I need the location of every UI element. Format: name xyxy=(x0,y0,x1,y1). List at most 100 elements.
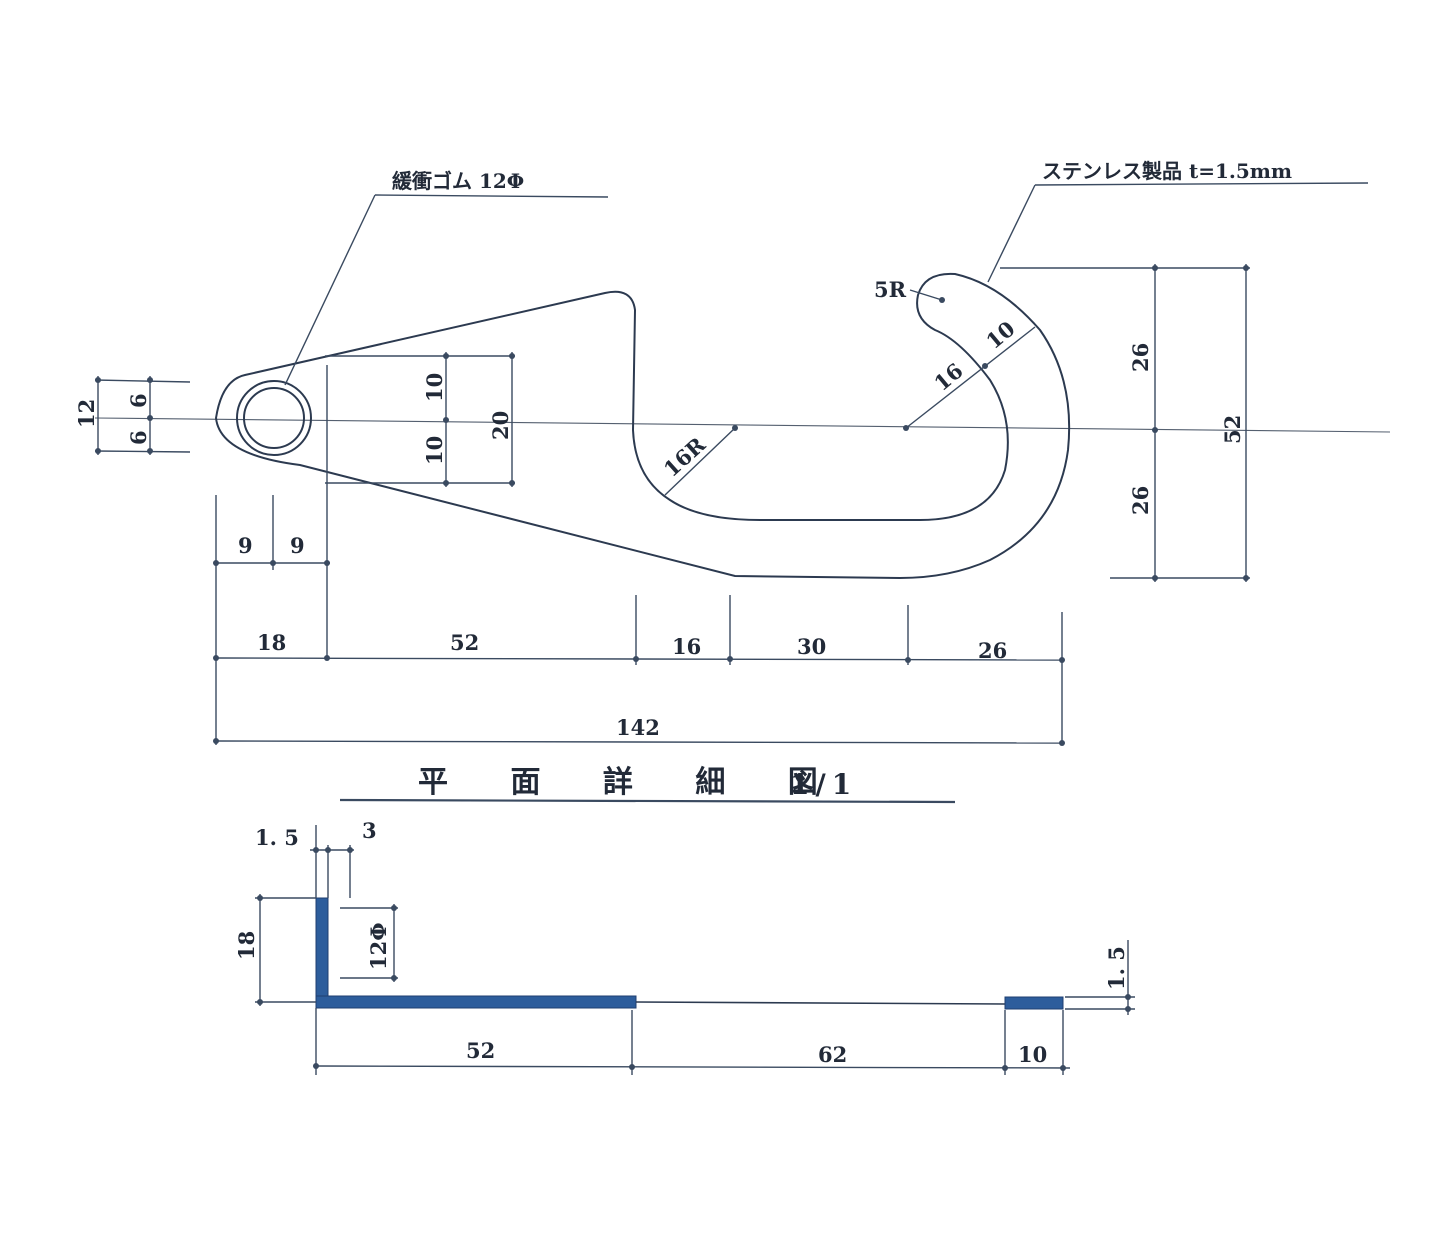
rubber-callout-underline xyxy=(374,194,609,198)
section-tip-dot xyxy=(1125,994,1131,1000)
section-dim-dot xyxy=(325,847,331,853)
rubber-callout-label: 緩衝ゴム 12Φ xyxy=(392,169,524,193)
left-dim-dot xyxy=(147,415,153,421)
dim-overall: 142 xyxy=(616,715,660,740)
dim-eye-a: 9 xyxy=(238,533,253,558)
overall-dim-dot xyxy=(1059,740,1065,746)
hook-radius-dot xyxy=(903,425,909,431)
row-dim-dot xyxy=(213,655,219,661)
left-dim-dot xyxy=(147,448,153,454)
section-horizontal-leg xyxy=(315,995,637,1009)
hook-outline xyxy=(214,272,1071,580)
rubber-hole-inner xyxy=(243,387,305,449)
section-height-dot xyxy=(257,999,263,1005)
material-callout-underline xyxy=(1034,182,1369,186)
dim-row-4: 30 xyxy=(797,634,826,659)
dim-section-base-b: 62 xyxy=(818,1042,847,1067)
hook-width-label: 10 xyxy=(981,316,1019,354)
drawing-title: 平 面 詳 細 図 1/1 xyxy=(339,765,956,804)
section-vertical-leg xyxy=(315,897,329,1009)
overall-dim-line xyxy=(215,740,1063,744)
dim-hole-total: 20 xyxy=(488,411,513,440)
dim-row-2: 52 xyxy=(450,630,479,655)
hole-dim-dot xyxy=(509,353,515,359)
radius-16r-label: 16R xyxy=(659,432,711,482)
hook-radius-line xyxy=(905,326,1036,429)
right-dim-dot xyxy=(1152,575,1158,581)
hole-dim-dot xyxy=(443,480,449,486)
radius-5r-leader xyxy=(909,289,943,301)
title-main: 平 面 詳 細 図 xyxy=(418,765,844,800)
dim-section-gap: 3 xyxy=(362,818,377,843)
section-base-line xyxy=(315,1065,1071,1069)
left-dim-dot xyxy=(95,448,101,454)
section-height-dot xyxy=(257,895,263,901)
dim-right-lower: 26 xyxy=(1128,486,1153,515)
dim-hole-upper: 10 xyxy=(422,373,447,402)
dim-section-rubber: 12Φ xyxy=(366,922,391,970)
hole-dim-dot xyxy=(443,353,449,359)
hole-dim-dot xyxy=(509,480,515,486)
dim-left-upper: 6 xyxy=(126,393,151,408)
eye-dim-dot xyxy=(324,560,330,566)
section-rubber-dot xyxy=(391,905,397,911)
hook-radius-label: 16 xyxy=(929,358,967,396)
row-dim-dot xyxy=(905,657,911,663)
dim-section-thickness: 1. 5 xyxy=(255,825,299,850)
section-view: 1. 5 3 18 12Φ 52 62 10 1. 5 xyxy=(234,818,1135,1075)
material-leader xyxy=(987,184,1036,283)
dim-row-3: 16 xyxy=(672,634,701,659)
radius-5r-dot xyxy=(939,297,945,303)
section-dim-dot xyxy=(313,847,319,853)
eye-dim-dot xyxy=(213,560,219,566)
section-rubber-dot xyxy=(391,975,397,981)
row-dim-dot xyxy=(324,655,330,661)
right-dim-dot xyxy=(1152,265,1158,271)
dim-section-base-a: 52 xyxy=(466,1038,495,1063)
row-dim-dot xyxy=(633,656,639,662)
radius-5r-label: 5R xyxy=(874,277,907,302)
rubber-leader xyxy=(284,194,376,386)
dim-left-lower: 6 xyxy=(126,430,151,445)
material-callout-label: ステンレス製品 t=1.5mm xyxy=(1042,159,1292,183)
section-middle-plate xyxy=(635,1001,1006,1005)
eye-dim-dot xyxy=(270,560,276,566)
section-tip-dot xyxy=(1125,1006,1131,1012)
dim-eye-b: 9 xyxy=(290,533,305,558)
section-base-dot xyxy=(1060,1065,1066,1071)
dim-row-1: 18 xyxy=(257,630,286,655)
left-dim-dot xyxy=(95,377,101,383)
rubber-hole-outer xyxy=(236,380,312,456)
dim-section-tip: 1. 5 xyxy=(1104,946,1129,990)
radius-16r-dot xyxy=(732,425,738,431)
left-dim-ext-bottom xyxy=(94,450,191,453)
title-underline xyxy=(339,798,956,804)
overall-dim-dot xyxy=(213,738,219,744)
title-scale: 1/1 xyxy=(790,768,857,801)
section-base-dot xyxy=(1002,1065,1008,1071)
section-tip xyxy=(1004,996,1064,1010)
dim-section-base-c: 10 xyxy=(1018,1042,1047,1067)
row-dim-dot xyxy=(1059,657,1065,663)
section-base-dot xyxy=(629,1064,635,1070)
dim-right-upper: 26 xyxy=(1128,343,1153,372)
dim-right-total: 52 xyxy=(1220,415,1245,444)
radius-16r-leader xyxy=(664,427,736,496)
dim-left-total: 12 xyxy=(74,399,99,428)
section-dim-dot xyxy=(347,847,353,853)
left-dim-ext-top xyxy=(94,379,191,383)
right-dim-dot xyxy=(1152,427,1158,433)
dim-row-5: 26 xyxy=(978,638,1007,663)
dim-hole-lower: 10 xyxy=(422,436,447,465)
section-base-dot xyxy=(313,1063,319,1069)
hole-dim-dot xyxy=(443,417,449,423)
center-line xyxy=(94,417,1391,433)
right-dim-dot xyxy=(1243,265,1249,271)
dim-section-height: 18 xyxy=(234,931,259,960)
right-dim-dot xyxy=(1243,575,1249,581)
hook-width-dot xyxy=(982,363,988,369)
plan-view: 緩衝ゴム 12Φ ステンレス製品 t=1.5mm 5R 16 10 16R 12… xyxy=(74,159,1391,746)
row-dim-dot xyxy=(727,656,733,662)
left-dim-dot xyxy=(147,377,153,383)
